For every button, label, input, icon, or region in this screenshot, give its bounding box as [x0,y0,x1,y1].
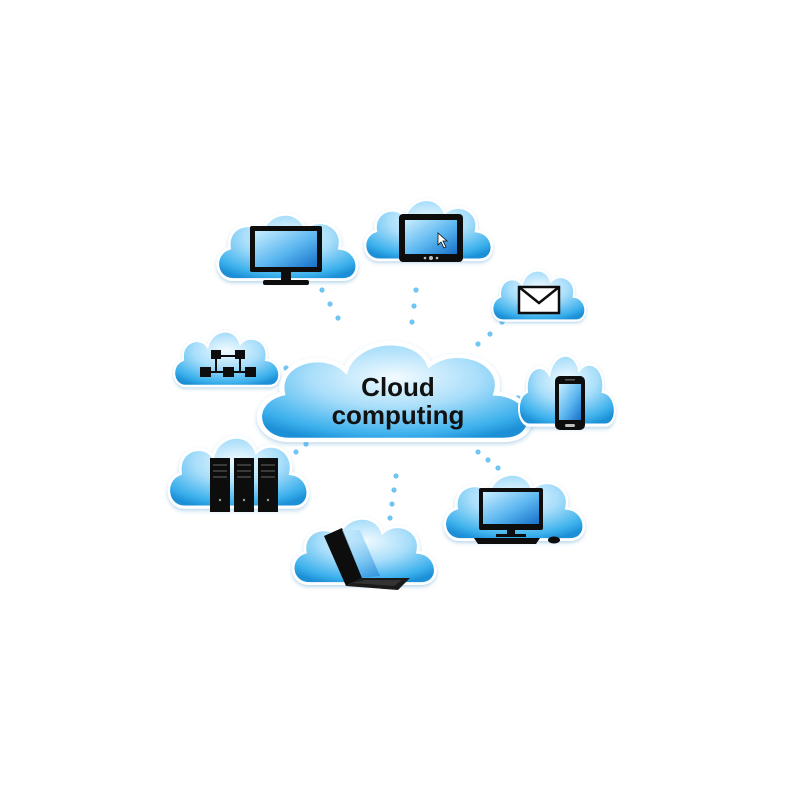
center-title-line2: computing [332,400,465,430]
envelope-icon [517,285,561,315]
tablet-icon [399,214,463,262]
cloud-node-laptop [291,516,437,590]
cloud-node-envelope [491,269,587,322]
server-rack-icon [210,458,278,512]
cloud-node-network [172,330,281,388]
laptop-icon [324,528,410,590]
cloud-node-server [167,435,310,512]
smartphone-icon [555,376,585,430]
monitor-icon [250,226,322,285]
center-title-line1: Cloud [361,372,435,402]
desktop-computer-icon [474,488,560,544]
cloud-node-desktop [443,472,586,544]
cloud-node-monitor [216,212,359,285]
cloud-node-tablet [363,198,494,262]
network-icon [200,350,256,377]
cloud-node-smartphone [517,353,617,430]
